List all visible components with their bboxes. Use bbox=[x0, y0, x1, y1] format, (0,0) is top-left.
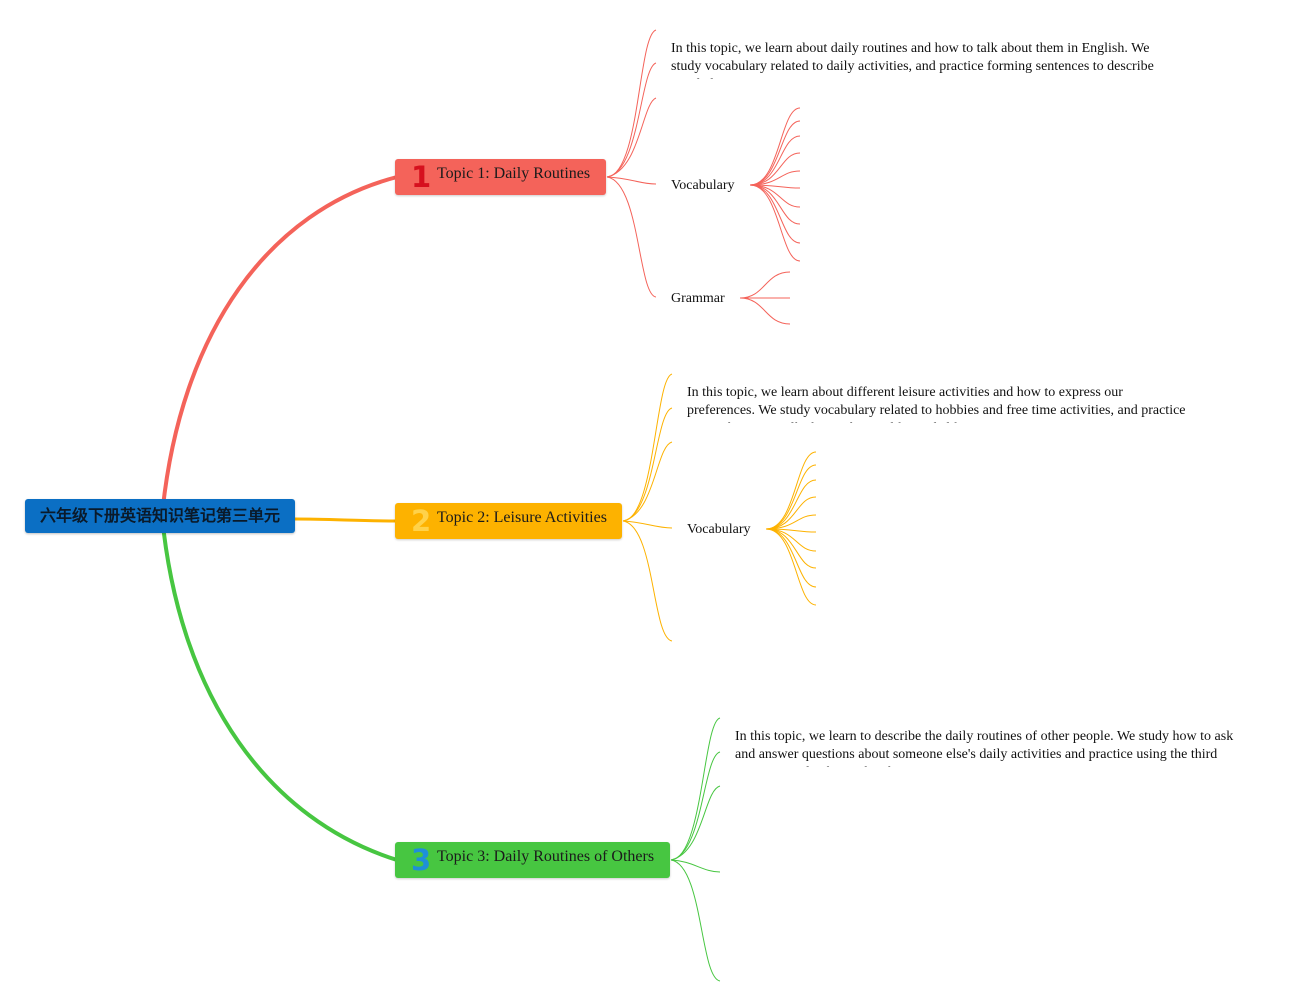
topic-2-description[interactable]: In this topic, we learn about different … bbox=[687, 385, 1186, 423]
topic-1-branch-desc-3 bbox=[606, 97, 657, 178]
topic-3-label: Topic 3: Daily Routines of Others bbox=[437, 848, 655, 865]
topic-node-3[interactable]: 3 Topic 3: Daily Routines of Others bbox=[395, 842, 670, 878]
topic-1-number: 1 bbox=[411, 160, 432, 194]
topic-2-label: Topic 2: Leisure Activities bbox=[437, 509, 607, 526]
topic-3-number: 3 bbox=[411, 843, 432, 877]
topic-2-subtopic-vocabulary[interactable]: Vocabulary bbox=[687, 522, 751, 537]
root-node-label: 六年级下册英语知识笔记第三单元 bbox=[39, 506, 280, 525]
topic-1-subtopic-grammar[interactable]: Grammar bbox=[671, 291, 725, 306]
root-to-topic-2-link bbox=[293, 517, 399, 523]
topic-node-1[interactable]: 1 Topic 1: Daily Routines bbox=[395, 159, 606, 195]
topic-1-branch-desc-2 bbox=[606, 62, 657, 178]
topic-1-description[interactable]: In this topic, we learn about daily rout… bbox=[671, 41, 1154, 79]
topic-node-2[interactable]: 2 Topic 2: Leisure Activities bbox=[395, 503, 622, 539]
root-node[interactable]: 六年级下册英语知识笔记第三单元 bbox=[25, 499, 295, 533]
root-to-topic-1-link bbox=[160, 175, 399, 518]
topic-1-branch-grammar bbox=[606, 176, 657, 298]
topic-1-label: Topic 1: Daily Routines bbox=[437, 165, 591, 182]
topic-1-branch-vocabulary bbox=[606, 176, 657, 185]
topic-1-subtopic-vocabulary[interactable]: Vocabulary bbox=[671, 178, 735, 193]
topic-2-number: 2 bbox=[411, 504, 432, 538]
topic-1-branch-desc-1 bbox=[606, 29, 657, 178]
topic-3-description[interactable]: In this topic, we learn to describe the … bbox=[735, 729, 1234, 767]
root-to-topic-3-link bbox=[160, 514, 399, 862]
